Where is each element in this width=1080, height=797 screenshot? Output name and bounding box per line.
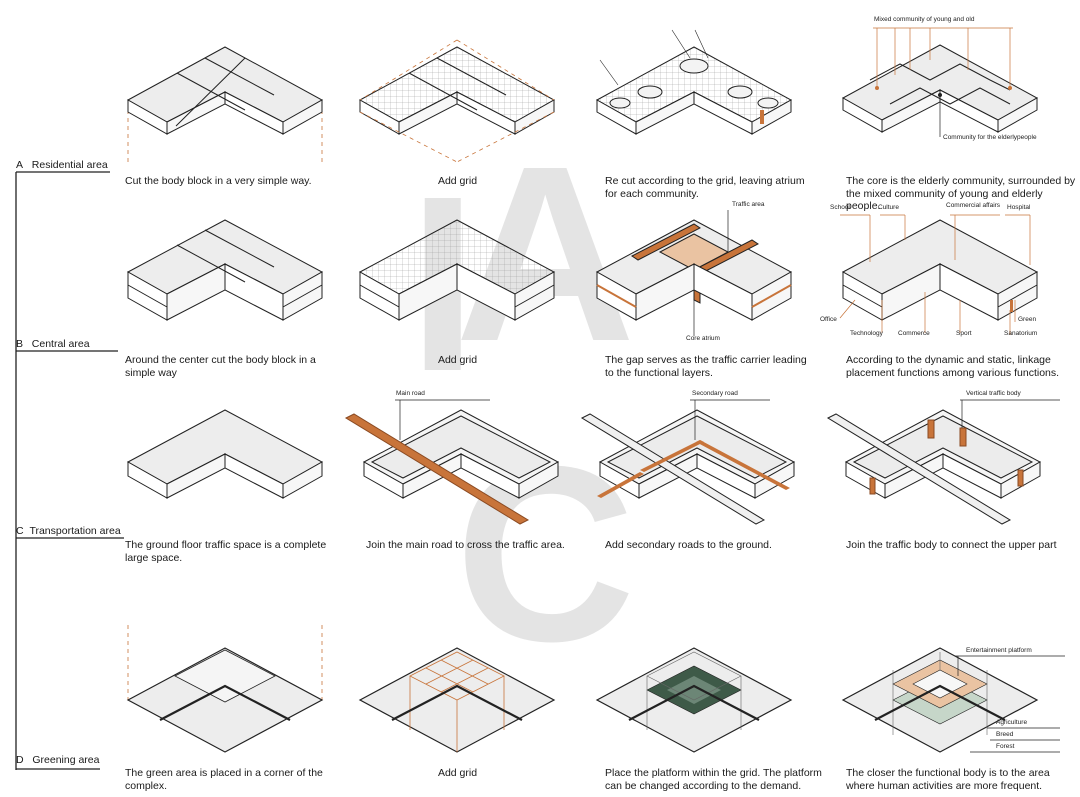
caption-d4: The closer the functional body is to the…	[846, 767, 1050, 792]
row-d-block-3	[595, 647, 793, 753]
caption-b1: Around the center cut the body block in …	[125, 354, 316, 379]
row-c-block-1	[126, 409, 324, 499]
caption-a1: Cut the body block in a very simple way.	[125, 175, 312, 187]
tag-elderly-community: Community for the elderlypeople	[943, 134, 1037, 141]
caption-c3: Add secondary roads to the ground.	[605, 539, 772, 551]
section-label-b: B Central area	[16, 338, 90, 350]
tag-agriculture: Agriculture	[996, 719, 1028, 726]
caption-d2: Add grid	[437, 767, 478, 779]
row-a-block-2	[358, 46, 556, 135]
caption-b3: The gap serves as the traffic carrier le…	[605, 354, 807, 379]
row-a-leaders	[873, 27, 1013, 137]
tag-sport: Sport	[956, 330, 972, 337]
row-d-block-1	[126, 647, 324, 753]
caption-d3: Place the platform within the grid. The …	[605, 767, 822, 792]
caption-a2: Add grid	[437, 175, 478, 187]
dashed-guides	[127, 102, 323, 700]
tag-vertical-traffic-body: Vertical traffic body	[966, 390, 1021, 397]
tag-mixed-community: Mixed community of young and old	[874, 16, 975, 23]
caption-c2: Join the main road to cross the traffic …	[366, 539, 565, 551]
row-c-block-3	[580, 409, 796, 525]
caption-b4: According to the dynamic and static, lin…	[846, 354, 1060, 379]
caption-d1: The green area is placed in a corner of …	[125, 767, 323, 792]
row-d-block-4	[841, 647, 1039, 753]
row-a-grid-guides	[359, 39, 555, 163]
tag-commerce: Commerce	[898, 330, 930, 337]
row-c-block-2	[344, 409, 560, 525]
row-b-block-2	[358, 219, 556, 321]
tag-sanatorium: Sanatorium	[1004, 330, 1038, 337]
tag-technology: Technology	[850, 330, 883, 337]
row-d-leaders	[955, 655, 1065, 753]
caption-a4: The core is the elderly community, surro…	[846, 175, 1076, 212]
tag-culture: Culture	[878, 204, 899, 211]
tag-entertainment-platform: Entertainment platform	[966, 647, 1032, 654]
tag-forest: Forest	[996, 743, 1015, 750]
row-a-block-4	[841, 44, 1039, 133]
row-b-block-3	[595, 219, 793, 321]
row-b-block-4	[841, 219, 1039, 321]
row-a-block-3	[595, 29, 793, 135]
row-b-block-1	[126, 219, 324, 321]
tag-core-atrium: Core atrium	[686, 335, 720, 342]
tag-hospital: Hospital	[1007, 204, 1031, 211]
row-c-leaders	[395, 399, 1060, 440]
row-d-block-2	[358, 647, 556, 753]
tag-breed: Breed	[996, 731, 1014, 738]
caption-c4: Join the traffic body to connect the upp…	[846, 539, 1057, 551]
tag-main-road: Main road	[396, 390, 425, 397]
tag-commercial-affairs: Commercial affairs	[946, 202, 1001, 209]
tag-secondary-road: Secondary road	[692, 390, 738, 397]
section-label-a: A Residential area	[16, 159, 108, 171]
section-label-c: C Transportation area	[16, 525, 121, 537]
row-c-block-4	[826, 409, 1042, 525]
section-bracket	[15, 171, 124, 770]
caption-b2: Add grid	[437, 354, 478, 366]
row-b-leaders	[693, 210, 1031, 336]
tag-traffic-area: Traffic area	[732, 201, 765, 208]
tag-school: School	[830, 204, 850, 211]
row-a-block-1	[126, 46, 324, 135]
section-label-d: D Greening area	[16, 754, 100, 766]
tag-office: Office	[820, 316, 837, 323]
tag-green: Green	[1018, 316, 1037, 323]
caption-c1: The ground floor traffic space is a comp…	[125, 539, 327, 564]
caption-a3: Re cut according to the grid, leaving at…	[605, 175, 805, 200]
